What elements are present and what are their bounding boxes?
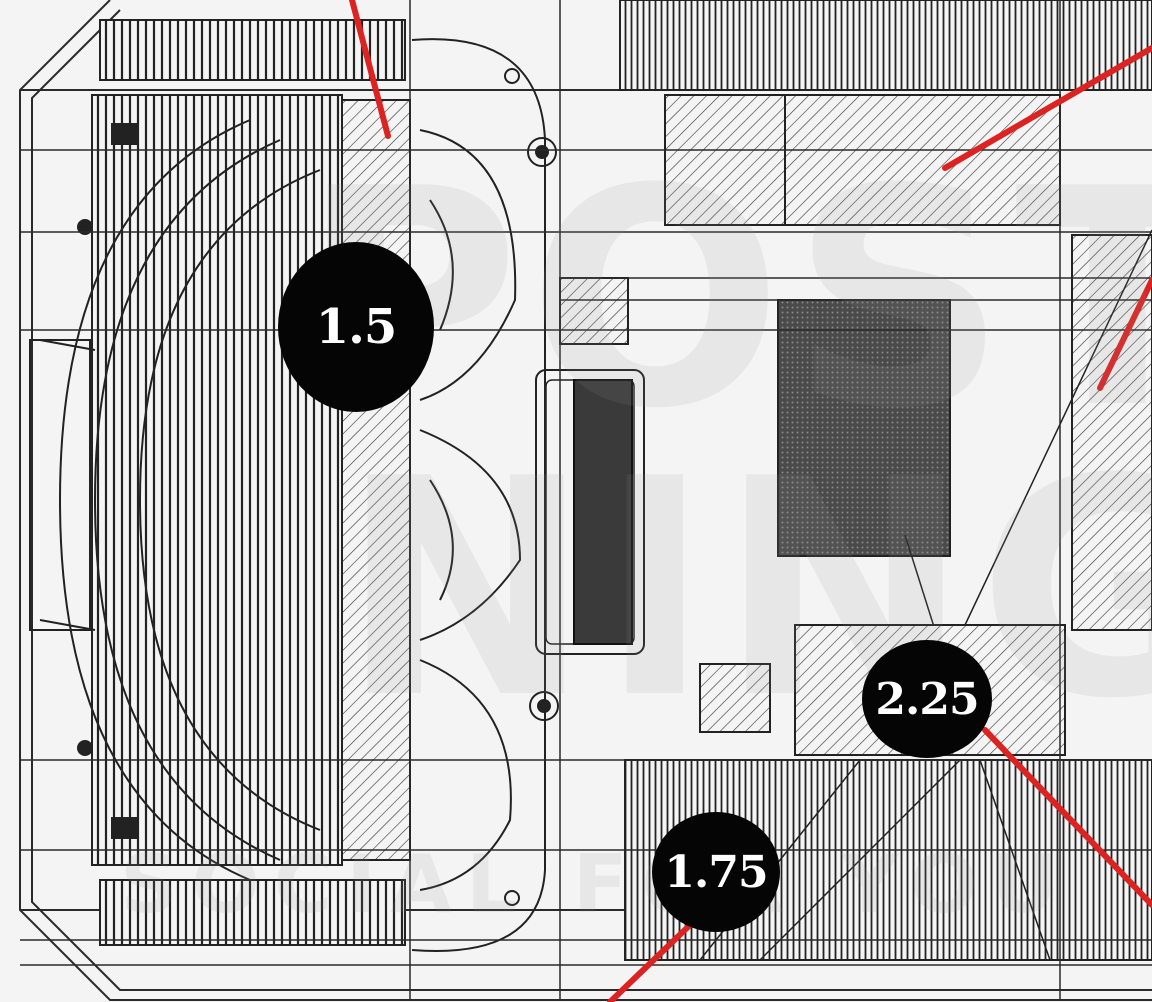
leader-line-2 [942, 45, 1152, 171]
left-fan [29, 119, 321, 881]
leader-lines [349, 0, 1152, 1002]
callout-2: 2.25 [862, 640, 992, 758]
gpu-chip [559, 229, 1152, 733]
leader-line-3 [1097, 277, 1152, 391]
construction-lines [20, 0, 1152, 1000]
leader-line-1 [349, 0, 391, 139]
callout-1: 1.5 [278, 242, 434, 412]
connector-slot [535, 369, 645, 655]
leader-line-5 [607, 922, 693, 1002]
callout-3: 1.75 [652, 812, 780, 932]
leader-line-4 [982, 727, 1152, 908]
center-fan [411, 38, 559, 952]
top-right-heatsink [619, 0, 1152, 631]
left-heatsink [91, 19, 411, 946]
